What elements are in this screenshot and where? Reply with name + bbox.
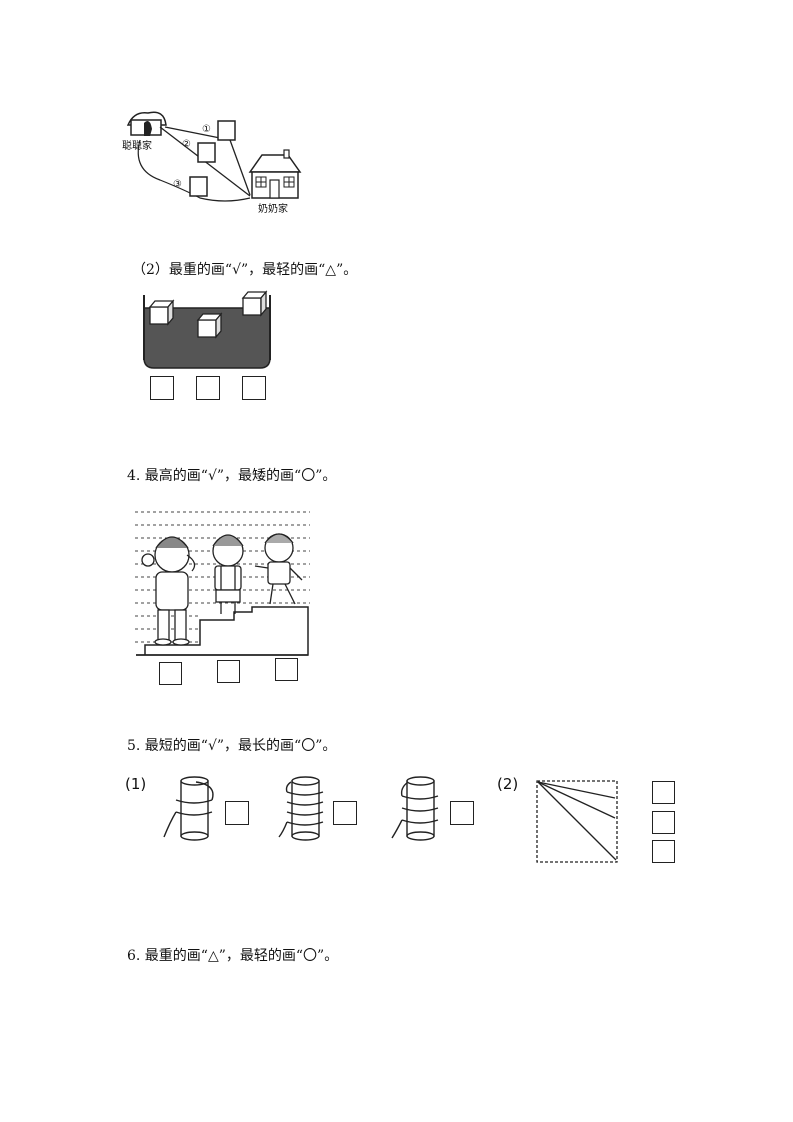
part-1-label: (1) xyxy=(125,775,147,793)
answer-box-line-1[interactable] xyxy=(652,781,675,804)
question-2-text: （2）最重的画“√”，最轻的画“△”。 xyxy=(132,262,358,278)
child-1-icon xyxy=(141,536,196,646)
cylinder-2-icon xyxy=(278,776,324,841)
end-house-label: 奶奶家 xyxy=(258,204,288,215)
rope-cylinders-drawing xyxy=(163,776,618,863)
children-on-stairs-drawing xyxy=(135,511,310,656)
child-2-icon xyxy=(212,534,244,614)
answer-box-rope-1[interactable] xyxy=(225,801,249,825)
answer-box-rope-3[interactable] xyxy=(450,801,474,825)
answer-box-line-2[interactable] xyxy=(652,811,675,834)
route-map-drawing xyxy=(126,111,302,202)
fan-lines-square-icon xyxy=(536,780,618,863)
water-tank-drawing xyxy=(143,290,271,369)
answer-box-height-3[interactable] xyxy=(275,658,298,681)
answer-box-rope-2[interactable] xyxy=(333,801,357,825)
grandma-house-icon xyxy=(248,149,302,199)
question-5-text: 5. 最短的画“√”，最长的画“〇”。 xyxy=(127,738,337,754)
congcong-house-icon xyxy=(126,111,167,136)
question-6-text: 6. 最重的画“△”，最轻的画“〇”。 xyxy=(127,948,339,964)
answer-box-height-1[interactable] xyxy=(159,662,182,685)
route-label-3: ③ xyxy=(173,179,182,190)
cylinder-3-icon xyxy=(391,776,439,841)
cube-2-icon xyxy=(196,312,223,339)
part-2-label: (2) xyxy=(497,775,519,793)
child-3-icon xyxy=(254,533,303,605)
answer-box-line-3[interactable] xyxy=(652,840,675,863)
answer-box-weight-3[interactable] xyxy=(242,376,266,400)
cube-1-icon xyxy=(148,299,175,326)
cylinder-1-icon xyxy=(163,776,214,841)
question-4-text: 4. 最高的画“√”，最矮的画“〇”。 xyxy=(127,468,337,484)
cube-3-icon xyxy=(241,290,268,317)
answer-box-height-2[interactable] xyxy=(217,660,240,683)
answer-box-weight-1[interactable] xyxy=(150,376,174,400)
start-house-label: 聪聪家 xyxy=(122,141,152,152)
route-label-2: ② xyxy=(182,139,191,150)
route-label-1: ① xyxy=(202,124,211,135)
answer-box-weight-2[interactable] xyxy=(196,376,220,400)
